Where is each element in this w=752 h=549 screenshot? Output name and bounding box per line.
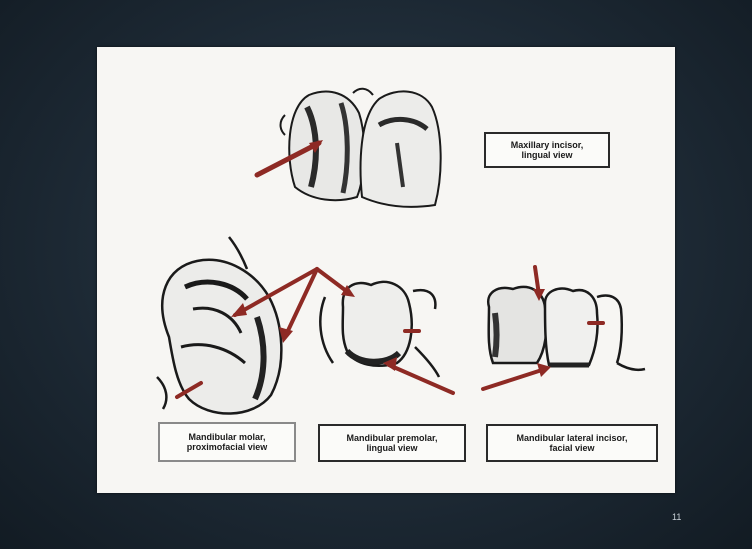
page-number: 11 — [672, 512, 681, 522]
label-line: Maxillary incisor, — [511, 140, 584, 150]
mandibular-premolar-drawing — [320, 282, 439, 377]
label-line: proximofacial view — [187, 442, 268, 452]
label-line: facial view — [549, 443, 594, 453]
mandibular-molar-drawing — [157, 237, 281, 414]
label-mandibular-molar: Mandibular molar, proximofacial view — [158, 422, 296, 462]
label-mandibular-lateral-incisor: Mandibular lateral incisor, facial view — [486, 424, 658, 462]
label-line: Mandibular lateral incisor, — [516, 433, 627, 443]
label-line: lingual view — [366, 443, 417, 453]
slide: Maxillary incisor, lingual view Mandibul… — [97, 47, 675, 493]
label-mandibular-premolar: Mandibular premolar, lingual view — [318, 424, 466, 462]
label-line: Mandibular premolar, — [346, 433, 437, 443]
label-maxillary-incisor: Maxillary incisor, lingual view — [484, 132, 610, 168]
mandibular-lateral-incisor-drawing — [488, 287, 645, 370]
label-line: Mandibular molar, — [188, 432, 265, 442]
label-line: lingual view — [521, 150, 572, 160]
